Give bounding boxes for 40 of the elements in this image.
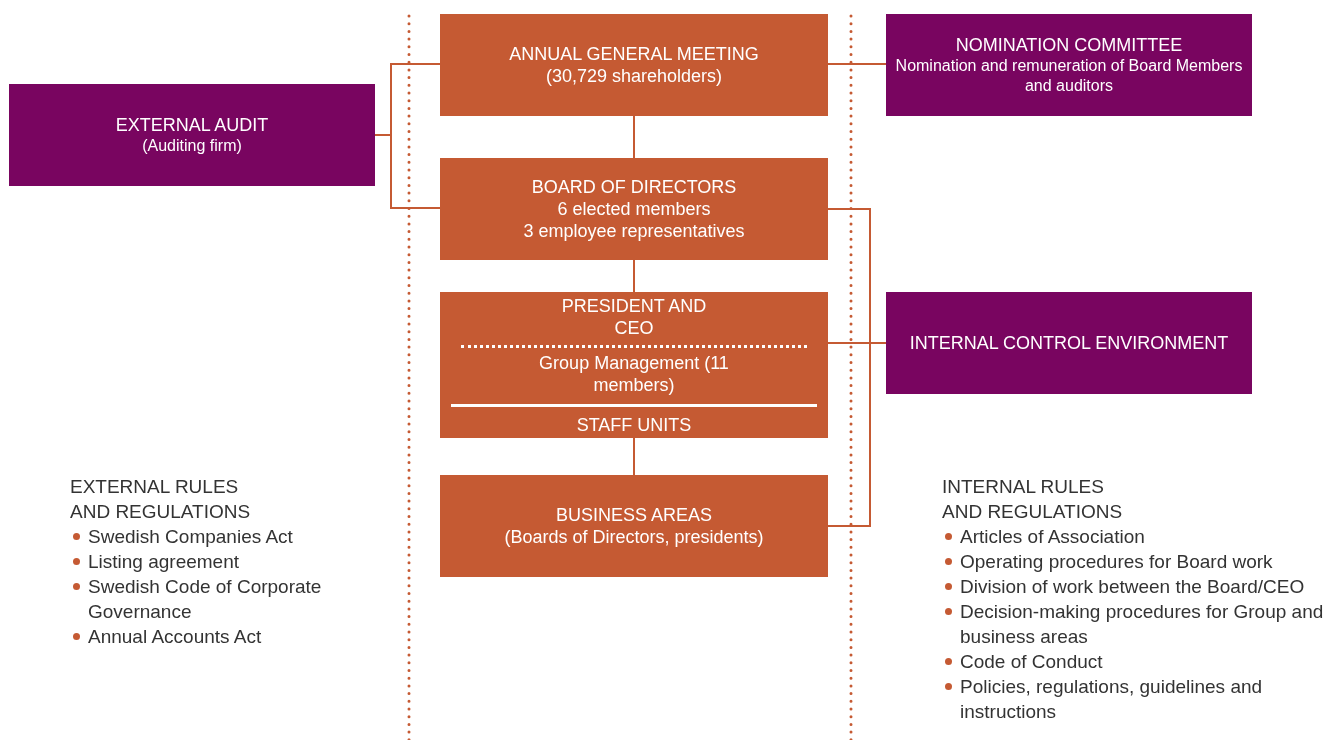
list-item: Code of Conduct: [942, 649, 1332, 674]
governance-box: [886, 292, 1252, 394]
list-item: Policies, regulations, guidelines and instructions: [942, 674, 1332, 724]
connector-line: [633, 259, 635, 293]
governance-box: [886, 14, 1252, 116]
list-item: Listing agreement: [70, 549, 370, 574]
box-heading: PRESIDENT AND CEO: [560, 294, 708, 339]
org-unit-box: [440, 475, 828, 577]
connector-line: [633, 437, 635, 476]
box-text: (30,729 shareholders): [545, 65, 723, 87]
box-heading: BOARD OF DIRECTORS: [531, 176, 737, 198]
connector-line: [633, 115, 635, 159]
box-text: (Auditing firm): [142, 136, 242, 156]
list-heading: INTERNAL RULES AND REGULATIONS: [942, 475, 1124, 524]
connector-line: [827, 342, 887, 527]
list-item: Operating procedures for Board work: [942, 549, 1332, 574]
list-item: Swedish Companies Act: [70, 524, 370, 549]
list-heading: EXTERNAL RULES AND REGULATIONS: [70, 475, 252, 524]
box-heading: EXTERNAL AUDIT: [115, 114, 269, 136]
list-item: Annual Accounts Act: [70, 624, 370, 649]
connector-line: [374, 134, 441, 209]
connector-line: [827, 63, 887, 65]
box-text: Nomination and remuneration of Board Members and auditors: [894, 56, 1244, 96]
list-item: Division of work between the Board/CEO: [942, 574, 1332, 599]
box-text: Group Management (11 members): [538, 351, 730, 396]
box-text: 3 employee representatives: [523, 220, 745, 242]
list-item: Swedish Code of Corporate Governance: [70, 574, 370, 624]
org-unit-box: [440, 14, 828, 116]
box-text: 6 elected members: [557, 198, 711, 220]
org-unit-box: [440, 158, 828, 260]
box-text: STAFF UNITS: [575, 413, 693, 436]
list-item: Decision-making procedures for Group and business areas: [942, 599, 1332, 649]
governance-box: [9, 84, 375, 186]
box-heading: ANNUAL GENERAL MEETING: [509, 43, 759, 65]
box-heading: INTERNAL CONTROL ENVIRONMENT: [909, 332, 1229, 354]
org-unit-box: [440, 292, 828, 438]
box-heading: NOMINATION COMMITTEE: [955, 34, 1183, 56]
box-heading: BUSINESS AREAS: [555, 504, 713, 526]
box-text: (Boards of Directors, presidents): [504, 526, 764, 548]
list-item: Articles of Association: [942, 524, 1332, 549]
